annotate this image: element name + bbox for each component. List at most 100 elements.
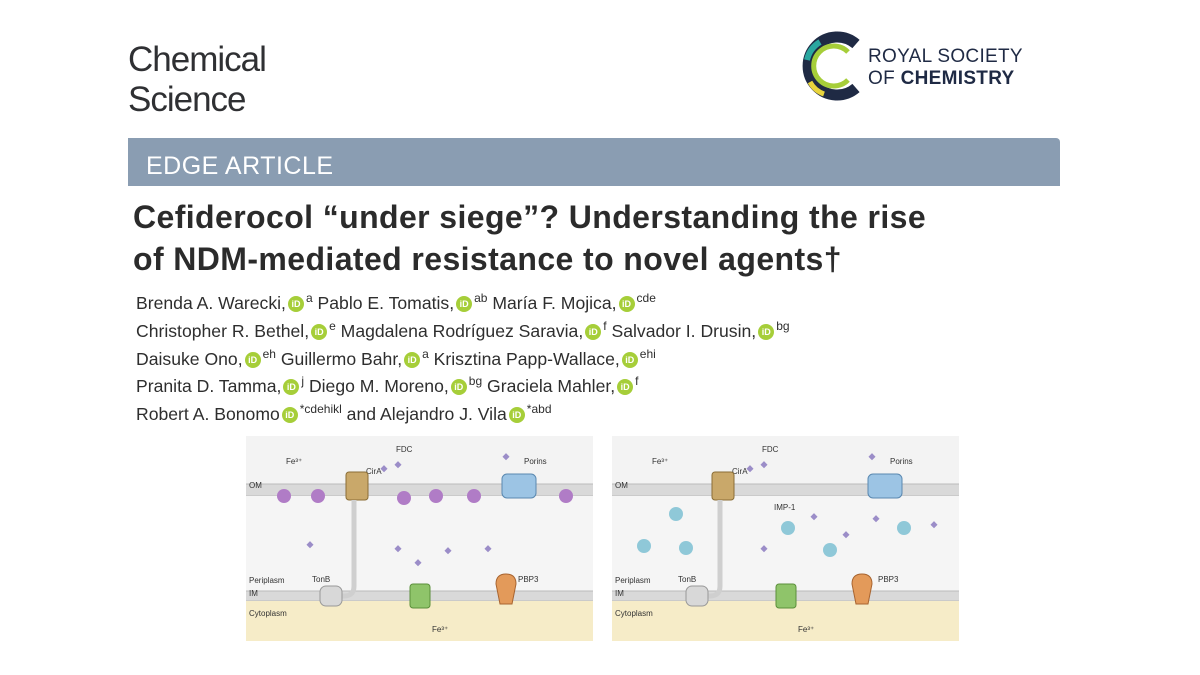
pbp3-label: PBP3 bbox=[518, 575, 539, 584]
porins-label: Porins bbox=[890, 457, 913, 466]
fe-label: Fe³⁺ bbox=[286, 457, 302, 466]
affiliation-marker[interactable]: ehi bbox=[639, 346, 656, 361]
article-title: Cefiderocol “under siege”? Understanding… bbox=[133, 196, 1063, 280]
figure-left-panel: OM IM Periplasm Cytoplasm Fe³⁺ FDC CirA … bbox=[246, 436, 593, 641]
orcid-icon[interactable]: iD bbox=[456, 296, 473, 312]
periplasm-label: Periplasm bbox=[615, 576, 651, 585]
affiliation-marker[interactable]: *cdehikl bbox=[299, 402, 342, 417]
orcid-icon[interactable]: iD bbox=[244, 351, 261, 368]
cira-label: CirA bbox=[366, 467, 382, 476]
orcid-icon[interactable]: iD bbox=[311, 323, 328, 340]
orcid-icon[interactable]: iD bbox=[281, 407, 298, 424]
author-conjunction: and bbox=[341, 404, 377, 425]
author-name[interactable]: María F. Mojica, bbox=[492, 293, 617, 313]
cira-label: CirA bbox=[732, 467, 748, 476]
affiliation-marker[interactable]: a bbox=[305, 291, 313, 305]
author-name[interactable]: Christopher R. Bethel, bbox=[136, 320, 310, 341]
om-label: OM bbox=[249, 481, 262, 490]
tonb-icon bbox=[319, 585, 343, 607]
article-title-line2: of NDM-mediated resistance to novel agen… bbox=[133, 238, 1063, 280]
publisher-line2: OF CHEMISTRY bbox=[868, 68, 1023, 90]
iron-transporter-icon bbox=[409, 583, 431, 609]
affiliation-marker[interactable]: bg bbox=[468, 374, 483, 389]
orcid-icon[interactable]: iD bbox=[617, 379, 634, 396]
porin-icon bbox=[867, 473, 903, 499]
journal-name: Chemical Science bbox=[128, 40, 267, 120]
figure-left-svg: OM IM Periplasm Cytoplasm Fe³⁺ FDC CirA … bbox=[246, 436, 593, 641]
tonb-arm-icon bbox=[332, 500, 357, 599]
iron-transporter-icon bbox=[775, 583, 797, 609]
author-name[interactable]: Pranita D. Tamma, bbox=[136, 376, 282, 397]
fe-label: Fe³⁺ bbox=[652, 457, 668, 466]
porins-label: Porins bbox=[524, 457, 547, 466]
pbp3-label: PBP3 bbox=[878, 575, 899, 584]
affiliation-marker[interactable]: eh bbox=[262, 346, 276, 361]
affiliation-marker[interactable]: bg bbox=[776, 318, 790, 333]
author-name[interactable]: Krisztina Papp-Wallace, bbox=[433, 348, 620, 369]
porin-icon bbox=[501, 473, 537, 499]
rsc-logo-icon bbox=[802, 31, 860, 101]
esi-dagger: † bbox=[823, 241, 842, 277]
journal-name-line1: Chemical bbox=[128, 40, 267, 79]
fe-bottom-label: Fe³⁺ bbox=[798, 625, 814, 634]
article-type-band: EDGE ARTICLE bbox=[128, 138, 1060, 186]
journal-name-line2: Science bbox=[128, 80, 247, 119]
figure-right-panel: OM IM Periplasm Cytoplasm Fe³⁺ FDC CirA … bbox=[612, 436, 959, 641]
author-name[interactable]: Robert A. Bonomo bbox=[136, 404, 280, 425]
periplasm-label: Periplasm bbox=[249, 576, 285, 585]
orcid-icon[interactable]: iD bbox=[283, 379, 300, 396]
author-name[interactable]: Salvador I. Drusin, bbox=[611, 320, 757, 341]
affiliation-marker[interactable]: e bbox=[329, 318, 336, 333]
ndm-enzyme-icons bbox=[277, 489, 573, 505]
fe-bottom-label: Fe³⁺ bbox=[432, 625, 448, 634]
orcid-icon[interactable]: iD bbox=[621, 351, 638, 368]
cira-receptor-icon bbox=[711, 471, 735, 501]
publisher-line1: ROYAL SOCIETY bbox=[868, 46, 1023, 67]
orcid-icon[interactable]: iD bbox=[618, 296, 635, 312]
article-type-label: EDGE ARTICLE bbox=[146, 152, 334, 180]
imp-label: IMP-1 bbox=[774, 503, 796, 512]
author-name[interactable]: Graciela Mahler, bbox=[487, 376, 616, 397]
tonb-icon bbox=[685, 585, 709, 607]
author-name[interactable]: Magdalena Rodríguez Saravia, bbox=[340, 320, 584, 341]
affiliation-marker[interactable]: j bbox=[301, 374, 305, 389]
orcid-icon[interactable]: iD bbox=[287, 296, 304, 312]
orcid-icon[interactable]: iD bbox=[450, 379, 467, 396]
fdc-label: FDC bbox=[762, 445, 779, 454]
orcid-icon[interactable]: iD bbox=[758, 323, 775, 340]
article-title-line1: Cefiderocol “under siege”? Understanding… bbox=[133, 199, 927, 235]
tonb-label: TonB bbox=[312, 575, 330, 584]
author-name[interactable]: Alejandro J. Vila bbox=[379, 404, 507, 425]
publisher-line2-prefix: OF bbox=[868, 68, 895, 89]
tonb-arm-icon bbox=[698, 500, 723, 599]
affiliation-marker[interactable]: *abd bbox=[526, 402, 552, 417]
author-name[interactable]: Brenda A. Warecki, bbox=[136, 293, 286, 313]
cira-receptor-icon bbox=[345, 471, 369, 501]
affiliation-marker[interactable]: f bbox=[635, 374, 639, 389]
tonb-label: TonB bbox=[678, 575, 696, 584]
cytoplasm-label: Cytoplasm bbox=[615, 609, 653, 618]
im-label: IM bbox=[249, 589, 258, 598]
author-name[interactable]: Guillermo Bahr, bbox=[280, 348, 403, 369]
im-label: IM bbox=[615, 589, 624, 598]
author-name[interactable]: Pablo E. Tomatis, bbox=[317, 293, 455, 313]
article-title-line2-text: of NDM-mediated resistance to novel agen… bbox=[133, 241, 824, 277]
affiliation-marker[interactable]: f bbox=[603, 318, 607, 333]
author-name[interactable]: Daisuke Ono, bbox=[136, 348, 243, 369]
orcid-icon[interactable]: iD bbox=[585, 323, 602, 340]
orcid-icon[interactable]: iD bbox=[508, 407, 525, 424]
orcid-icon[interactable]: iD bbox=[404, 351, 421, 368]
affiliation-marker[interactable]: a bbox=[422, 346, 429, 361]
publisher-line2-bold: CHEMISTRY bbox=[900, 68, 1015, 89]
cytoplasm-label: Cytoplasm bbox=[249, 609, 287, 618]
pbp3-icon bbox=[851, 573, 873, 605]
author-name[interactable]: Diego M. Moreno, bbox=[308, 376, 449, 397]
affiliation-marker[interactable]: cde bbox=[636, 291, 656, 305]
affiliation-marker[interactable]: ab bbox=[474, 291, 488, 305]
om-label: OM bbox=[615, 481, 628, 490]
